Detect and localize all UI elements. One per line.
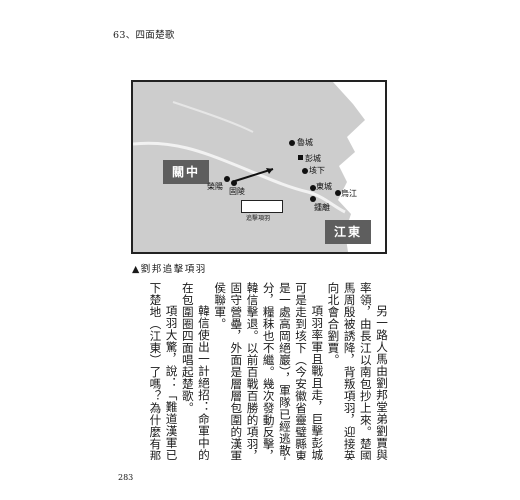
region-label-jiangdong: 江東 [325,220,371,244]
map-figure: 關中 江東 魯城 彭城 垓下 榮陽 固陵 東城 烏江 鍾離 追擊項羽 [131,80,387,254]
marker-lucheng [289,140,295,146]
battle-legend-label: 追擊項羽 [246,215,271,222]
page-number: 283 [118,473,134,482]
text-column: 向北會合劉賈。 [326,282,341,366]
marker-wujiang [335,190,341,196]
battle-legend-box: 追擊項羽 [241,200,283,222]
region-label-guanzhong: 關中 [163,160,209,184]
text-column: 韓信擊退。以前百戰百勝的項羽，只能 [245,282,260,460]
text-column: 下楚地（江東）了嗎？為什麼有那麼 [148,282,163,460]
marker-guling [231,180,237,186]
map-drawing [133,82,385,252]
text-column: 固守營壘，外面是層層包圍的漢軍與諸 [229,282,244,460]
marker-gaixia [302,168,308,174]
city-label-dongcheng: 東城 [316,182,332,191]
text-column: 在包圍圈四面唱起楚歌。 [180,282,195,414]
marker-dongcheng [310,185,316,191]
text-column: 馬周殷被誘降，背叛項羽，迎接英布， [342,282,357,460]
vertical-text-body: 另一路人馬由劉邦堂弟劉賈與英布 率領，由長江以南包抄上來。楚國大司 馬周殷被誘降… [128,282,390,460]
route-arrow-head [266,168,273,174]
city-label-guling: 固陵 [229,187,245,196]
text-column: 分，糧秣也不繼。幾次發動反擊，都被 [261,282,276,460]
text-column: 是一處高岡絕巖），軍隊已經逃散大部 [277,282,292,460]
marker-pengcheng [298,155,303,160]
text-column: 項羽率軍且戰且走，巨擊彭城。 [310,305,325,460]
marker-zhongli [310,196,316,202]
city-label-wujiang: 烏江 [341,189,357,198]
text-column: 侯聯軍。 [213,282,228,330]
sea-area [333,82,385,252]
text-column: 韓信使出一計絕招：命軍中的楚人 [196,305,211,460]
city-label-lucheng: 魯城 [297,138,313,147]
marker-xingyang [224,176,230,182]
text-column: 率領，由長江以南包抄上來。楚國大司 [358,282,373,460]
route-arrow-line [234,168,274,182]
river-line [133,141,346,214]
city-label-zhongli: 鍾離 [314,203,330,212]
city-label-gaixia: 垓下 [309,166,325,175]
chapter-header: 63、四面楚歌 [113,30,175,41]
figure-caption: ▲劉邦追擊項羽 [132,264,207,275]
text-column: 另一路人馬由劉邦堂弟劉賈與英布 [375,305,389,460]
text-column: 項羽大驚，說：「難道漢軍已經攻 [164,305,179,460]
text-column: 可是走到垓下（今安徽省靈璧縣東南） [294,282,309,460]
river-line-north [172,101,254,133]
city-label-pengcheng: 彭城 [305,154,321,163]
city-label-xingyang: 榮陽 [207,182,223,191]
